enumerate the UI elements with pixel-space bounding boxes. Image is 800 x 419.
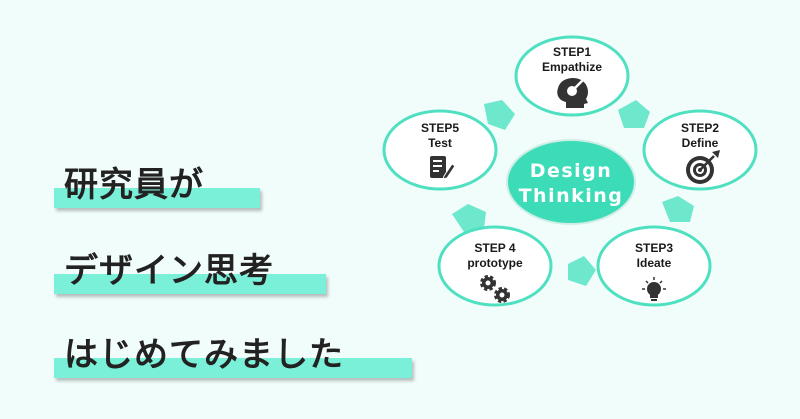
head-bulb-icon — [557, 78, 588, 108]
step-label-2: STEP2 — [681, 121, 719, 135]
step-label-4: STEP 4 — [474, 241, 515, 255]
step-name-1: Empathize — [542, 60, 602, 74]
step-name-5: Test — [428, 136, 452, 150]
step-node-prototype: STEP 4 prototype — [437, 225, 553, 307]
headline-line-3: はじめてみました — [54, 335, 412, 378]
center-ellipse — [506, 139, 636, 225]
center-label-line-2: Thinking — [519, 185, 624, 207]
step-node-empathize: STEP1 Empathize — [514, 35, 630, 117]
step-label-3: STEP3 — [635, 241, 673, 255]
step-label-5: STEP5 — [421, 121, 459, 135]
headline-text-1: 研究員が — [64, 165, 204, 205]
step-name-4: prototype — [467, 256, 523, 270]
connector-arrow-2 — [618, 100, 650, 128]
gears-icon — [480, 275, 510, 303]
step-label-1: STEP1 — [553, 45, 591, 59]
highlight-bar-2 — [54, 274, 326, 294]
step-node-test: STEP5 Test — [382, 109, 498, 191]
headline-text-3: はじめてみました — [64, 335, 344, 375]
headline-line-1: 研究員が — [54, 165, 260, 208]
connector-arrow-3 — [662, 196, 694, 222]
lightbulb-icon — [642, 277, 666, 301]
checklist-icon — [430, 156, 456, 180]
center-label-line-1: Design — [530, 160, 613, 182]
step-node-define: STEP2 Define — [642, 109, 758, 191]
highlight-bar-1 — [54, 188, 260, 208]
target-icon — [686, 150, 720, 184]
headline-text-2: デザイン思考 — [64, 251, 274, 291]
connector-arrow-5 — [452, 204, 486, 232]
connector-arrow-4 — [568, 256, 596, 286]
step-node-ideate: STEP3 Ideate — [596, 225, 712, 307]
connector-arrow-1 — [484, 100, 515, 130]
headline-line-2: デザイン思考 — [54, 251, 326, 294]
step-name-2: Define — [682, 136, 719, 150]
highlight-bar-3 — [54, 358, 412, 378]
step-name-3: Ideate — [637, 256, 672, 270]
